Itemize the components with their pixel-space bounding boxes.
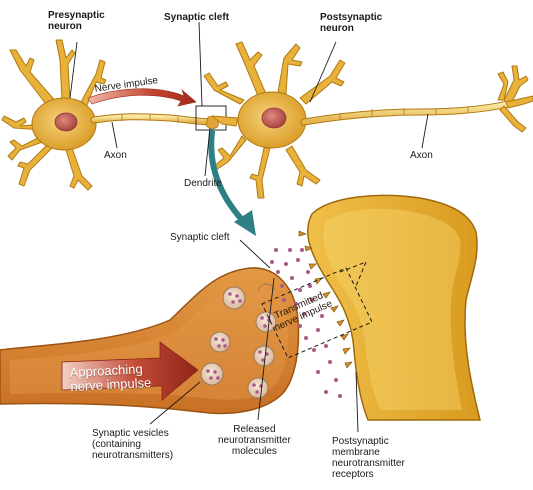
- postsynaptic-neuron: [204, 42, 533, 198]
- synaptic-cleft-detail-label: Synaptic cleft: [170, 232, 229, 243]
- synaptic-cleft-top-label: Synaptic cleft: [164, 12, 229, 23]
- released-molecules-label: Released neurotransmitter molecules: [218, 424, 291, 457]
- dendrite-label: Dendrite: [184, 178, 222, 189]
- approaching-impulse-label: Approaching nerve impulse: [69, 362, 151, 394]
- axon-left-label: Axon: [104, 150, 127, 161]
- postsynaptic-neuron-label: Postsynaptic neuron: [320, 12, 382, 34]
- presynaptic-neuron-label: Presynaptic neuron: [48, 10, 105, 32]
- axon-right-label: Axon: [410, 150, 433, 161]
- postsynaptic-receptors-label: Postsynaptic membrane neurotransmitter r…: [332, 436, 405, 480]
- synaptic-vesicles-label: Synaptic vesicles (containing neurotrans…: [92, 428, 173, 461]
- presynaptic-neuron: [2, 40, 219, 190]
